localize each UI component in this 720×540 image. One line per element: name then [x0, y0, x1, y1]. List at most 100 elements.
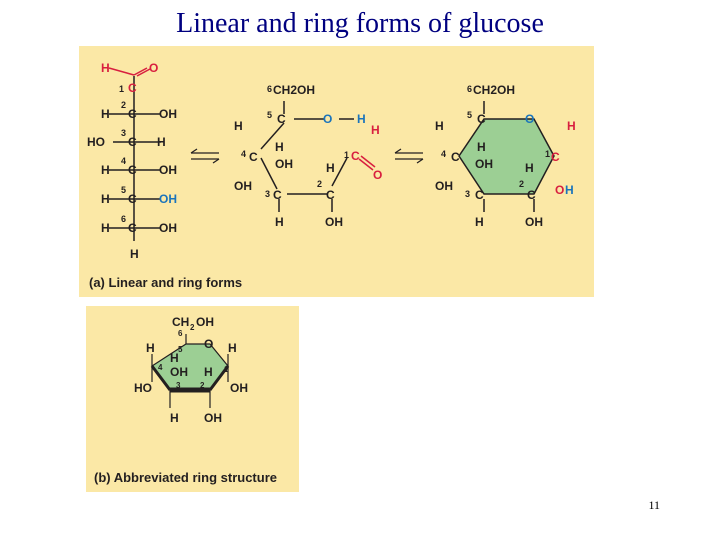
mid-o: O — [323, 112, 332, 126]
mid-c2-oh: OH — [325, 215, 343, 229]
mid-num-2: 2 — [317, 179, 322, 189]
ring-c3: C — [475, 188, 484, 202]
b-num-1: 1 — [224, 365, 229, 374]
linear-c2-oh: OH — [159, 107, 177, 121]
b-num-5: 5 — [178, 345, 183, 354]
mid-c2-h: H — [326, 161, 335, 175]
linear-c1-h: H — [101, 61, 110, 75]
linear-c5-h: H — [101, 192, 110, 206]
mid-c4: C — [249, 150, 258, 164]
ring-c1-h: H — [567, 119, 576, 133]
ring-c2-h: H — [525, 161, 534, 175]
b-ch: CH — [172, 315, 189, 329]
ring-c1-oh-h: H — [565, 183, 574, 197]
mid-c1-h: H — [371, 123, 380, 137]
linear-c5-oh: OH — [159, 192, 177, 206]
b-c4-ho: HO — [134, 381, 152, 395]
linear-c3-h: H — [157, 135, 166, 149]
ring-c1-o: O — [555, 183, 564, 197]
linear-c1: C — [128, 81, 137, 95]
b-c4-oh: OH — [170, 365, 188, 379]
mid-num-5: 5 — [267, 110, 272, 120]
mid-c1-o: O — [373, 168, 382, 182]
page-title: Linear and ring forms of glucose — [176, 8, 544, 39]
b-c3-h: H — [170, 411, 179, 425]
linear-c1-o: O — [149, 61, 158, 75]
b-c2-h: H — [204, 365, 213, 379]
mid-oh-h: H — [357, 112, 366, 126]
ring-c4-oh: OH — [475, 157, 493, 171]
mid-c3-h: H — [275, 215, 284, 229]
abbreviated-ring-diagram: CH 2 OH 6 O H 5 H H 4 OH H 1 HO 3 2 OH H… — [134, 315, 248, 425]
equilibrium-arrows-2 — [394, 148, 424, 164]
linear-c2: C — [128, 107, 137, 121]
linear-bottom-h: H — [130, 247, 139, 261]
ring-c4: C — [451, 150, 460, 164]
mid-c1: C — [351, 149, 360, 163]
mid-ch2oh: CH2OH — [273, 83, 315, 97]
mid-oh-left: OH — [234, 179, 252, 193]
linear-num-2: 2 — [121, 100, 126, 110]
mid-c3: C — [273, 188, 282, 202]
ring-o: O — [525, 112, 534, 126]
ring-c2-oh: OH — [525, 215, 543, 229]
b-num-3: 3 — [176, 381, 181, 390]
b-oh-top: OH — [196, 315, 214, 329]
intermediate-form: 6 CH2OH 5 C H O H H 4 C H OH OH H 1 C O … — [234, 83, 382, 229]
b-c1-h: H — [228, 341, 237, 355]
linear-c6-oh: OH — [159, 221, 177, 235]
ring-c1: C — [551, 150, 560, 164]
b-c2-oh: OH — [204, 411, 222, 425]
ring-oh-left: OH — [435, 179, 453, 193]
b-c1-oh: OH — [230, 381, 248, 395]
panel-b-caption: (b) Abbreviated ring structure — [94, 470, 277, 485]
mid-num-1: 1 — [344, 150, 349, 160]
abbreviated-ring-panel: CH 2 OH 6 O H 5 H H 4 OH H 1 HO 3 2 OH H… — [86, 306, 299, 492]
linear-c4: C — [128, 163, 137, 177]
ring-num-6: 6 — [467, 84, 472, 94]
mid-num-6: 6 — [267, 84, 272, 94]
linear-num-5: 5 — [121, 185, 126, 195]
linear-c3: C — [128, 135, 137, 149]
glucose-forms-diagram: H O 1 C H 2 C OH HO 3 C H H 4 C OH H 5 C… — [87, 61, 576, 261]
linear-form: H O 1 C H 2 C OH HO 3 C H H 4 C OH H 5 C… — [87, 61, 177, 261]
ring-c3-h: H — [475, 215, 484, 229]
ring-form: 6 CH2OH 5 C H O H 4 C H OH OH H 1 C O H … — [435, 83, 576, 229]
linear-c4-h: H — [101, 163, 110, 177]
equilibrium-arrows — [190, 148, 220, 164]
mid-c4-h: H — [275, 140, 284, 154]
b-c5-h: H — [146, 341, 155, 355]
linear-num-1: 1 — [119, 84, 124, 94]
linear-num-3: 3 — [121, 128, 126, 138]
linear-c4-oh: OH — [159, 163, 177, 177]
ring-num-2: 2 — [519, 179, 524, 189]
ring-c5: C — [477, 112, 486, 126]
mid-num-4: 4 — [241, 149, 246, 159]
ring-num-4: 4 — [441, 149, 446, 159]
panel-a-caption: (a) Linear and ring forms — [89, 275, 243, 290]
linear-c2-h: H — [101, 107, 110, 121]
mid-num-3: 3 — [265, 189, 270, 199]
linear-num-4: 4 — [121, 156, 126, 166]
haworth-ring: CH 2 OH 6 O H 5 H H 4 OH H 1 HO 3 2 OH H… — [134, 315, 248, 425]
ring-num-5: 5 — [467, 110, 472, 120]
b-num-4: 4 — [158, 363, 163, 372]
b-num-2: 2 — [200, 381, 205, 390]
mid-c5: C — [277, 112, 286, 126]
linear-c6-h: H — [101, 221, 110, 235]
b-sub2: 2 — [190, 323, 195, 332]
ring-ch2oh: CH2OH — [473, 83, 515, 97]
mid-c2: C — [326, 188, 335, 202]
mid-c5-h: H — [234, 119, 243, 133]
linear-and-ring-forms-panel: H O 1 C H 2 C OH HO 3 C H H 4 C OH H 5 C… — [79, 46, 594, 297]
ring-num-1: 1 — [545, 149, 550, 159]
b-ring-o: O — [204, 337, 213, 351]
linear-num-6: 6 — [121, 214, 126, 224]
b-c4-h: H — [170, 351, 179, 365]
ring-c5-h: H — [435, 119, 444, 133]
b-num-6: 6 — [178, 329, 183, 338]
ring-c2: C — [527, 188, 536, 202]
ring-c4-h: H — [477, 140, 486, 154]
linear-c6: C — [128, 221, 137, 235]
mid-c4-oh: OH — [275, 157, 293, 171]
